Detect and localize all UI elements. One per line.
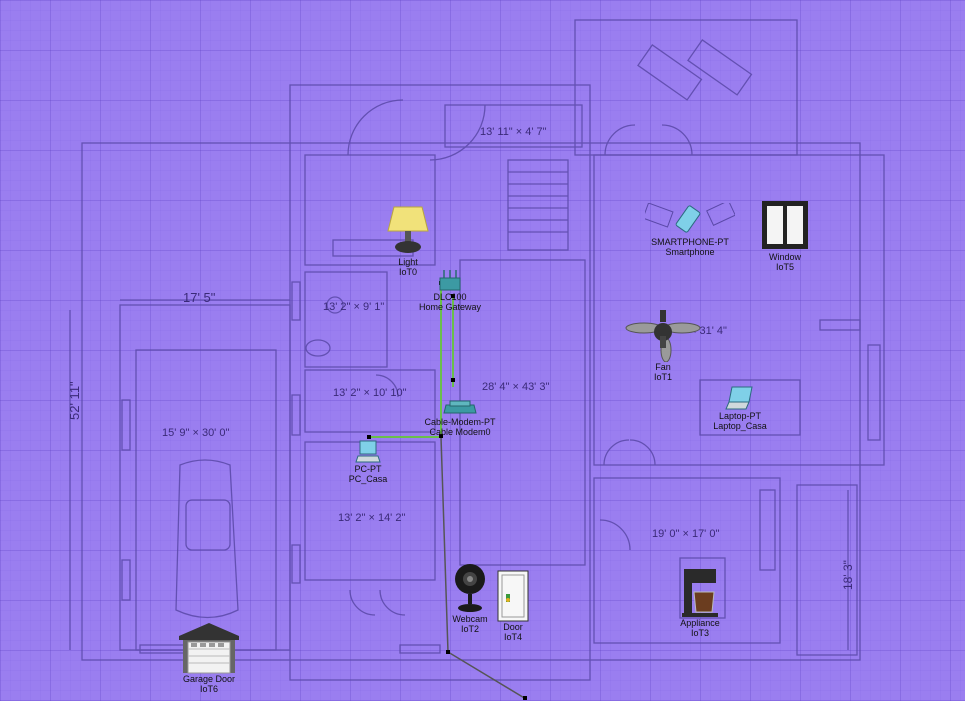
device-cable-modem[interactable]: Cable-Modem-PT Cable Modem0 <box>420 397 500 437</box>
link-end-marker <box>523 696 527 700</box>
device-name-label: Cable Modem0 <box>420 427 500 437</box>
device-light[interactable]: Light IoT0 <box>380 203 436 277</box>
device-pc[interactable]: PC-PT PC_Casa <box>340 440 396 484</box>
dim-text-1: 13' 11" × 4' 7" <box>480 126 547 138</box>
cable-modem-icon <box>442 397 478 417</box>
device-name-label: IoT5 <box>757 262 813 272</box>
coffee-maker-icon <box>680 568 720 618</box>
device-name-label: IoT2 <box>446 624 494 634</box>
device-home-gateway[interactable]: DLC100 Home Gateway <box>415 270 485 312</box>
device-type-label: Laptop-PT <box>705 411 775 421</box>
dim-text-10: 19' 0" × 17' 0" <box>652 528 719 540</box>
dim-text-8: 15' 9" × 30' 0" <box>162 427 229 439</box>
pc-icon <box>355 440 381 464</box>
device-door[interactable]: Door IoT4 <box>493 570 533 642</box>
device-name-label: Laptop_Casa <box>705 421 775 431</box>
device-type-label: SMARTPHONE-PT <box>645 237 735 247</box>
device-type-label: Fan <box>624 362 702 372</box>
dim-text-9: 13' 2" × 14' 2" <box>338 512 405 524</box>
webcam-icon <box>453 562 487 614</box>
device-type-label: Webcam <box>446 614 494 624</box>
gateway-icon <box>438 270 462 292</box>
dim-text-4: 52' 11" <box>67 381 82 420</box>
device-garage-door[interactable]: Garage Door IoT6 <box>176 622 242 694</box>
link-end-marker <box>446 650 450 654</box>
device-name-label: Home Gateway <box>415 302 485 312</box>
device-type-label: Garage Door <box>176 674 242 684</box>
device-appliance[interactable]: Appliance IoT3 <box>675 568 725 638</box>
device-window[interactable]: Window IoT5 <box>757 200 813 272</box>
garage-door-icon <box>178 622 240 674</box>
device-laptop[interactable]: Laptop-PT Laptop_Casa <box>705 385 775 431</box>
smartphone-icon <box>645 203 735 237</box>
device-type-label: Door <box>493 622 533 632</box>
device-type-label: Appliance <box>675 618 725 628</box>
device-fan[interactable]: Fan IoT1 <box>624 310 702 382</box>
link-end-marker <box>451 378 455 382</box>
device-smartphone[interactable]: SMARTPHONE-PT Smartphone <box>645 203 735 257</box>
device-name-label: PC_Casa <box>340 474 396 484</box>
device-name-label: IoT1 <box>624 372 702 382</box>
link-end-marker <box>367 435 371 439</box>
device-webcam[interactable]: Webcam IoT2 <box>446 562 494 634</box>
dim-text-6: 13' 2" × 10' 10" <box>333 387 407 399</box>
device-name-label: IoT4 <box>493 632 533 642</box>
device-type-label: DLC100 <box>415 292 485 302</box>
device-name-label: Smartphone <box>645 247 735 257</box>
dim-text-11: 18' 3" <box>841 560 855 590</box>
device-type-label: Window <box>757 252 813 262</box>
device-name-label: IoT3 <box>675 628 725 638</box>
device-type-label: Cable-Modem-PT <box>420 417 500 427</box>
dim-text-3: 13' 2" × 9' 1" <box>323 301 384 313</box>
device-type-label: PC-PT <box>340 464 396 474</box>
door-icon <box>497 570 529 622</box>
device-type-label: Light <box>380 257 436 267</box>
laptop-icon <box>725 385 755 411</box>
device-name-label: IoT6 <box>176 684 242 694</box>
dim-text-7: 28' 4" × 43' 3" <box>482 381 549 393</box>
dim-text-2: 17' 5" <box>183 290 216 305</box>
window-icon <box>760 200 810 252</box>
ceiling-fan-icon <box>624 310 702 362</box>
lamp-icon <box>386 203 430 257</box>
